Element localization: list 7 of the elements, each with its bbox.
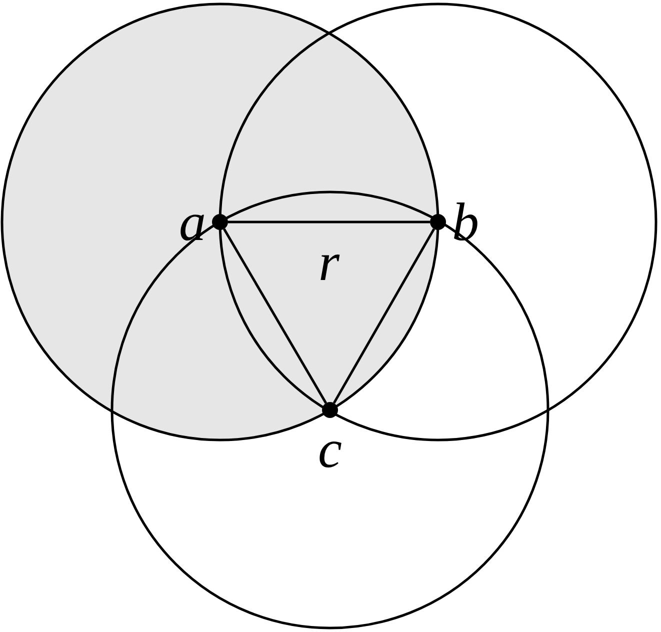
line-segment (332, 228, 436, 404)
point-label: c (318, 422, 342, 476)
edge-label: r (318, 235, 340, 289)
line-segment (222, 228, 328, 404)
point-label: a (179, 195, 206, 249)
line-segment (228, 220, 430, 224)
point-label: b (452, 195, 479, 249)
